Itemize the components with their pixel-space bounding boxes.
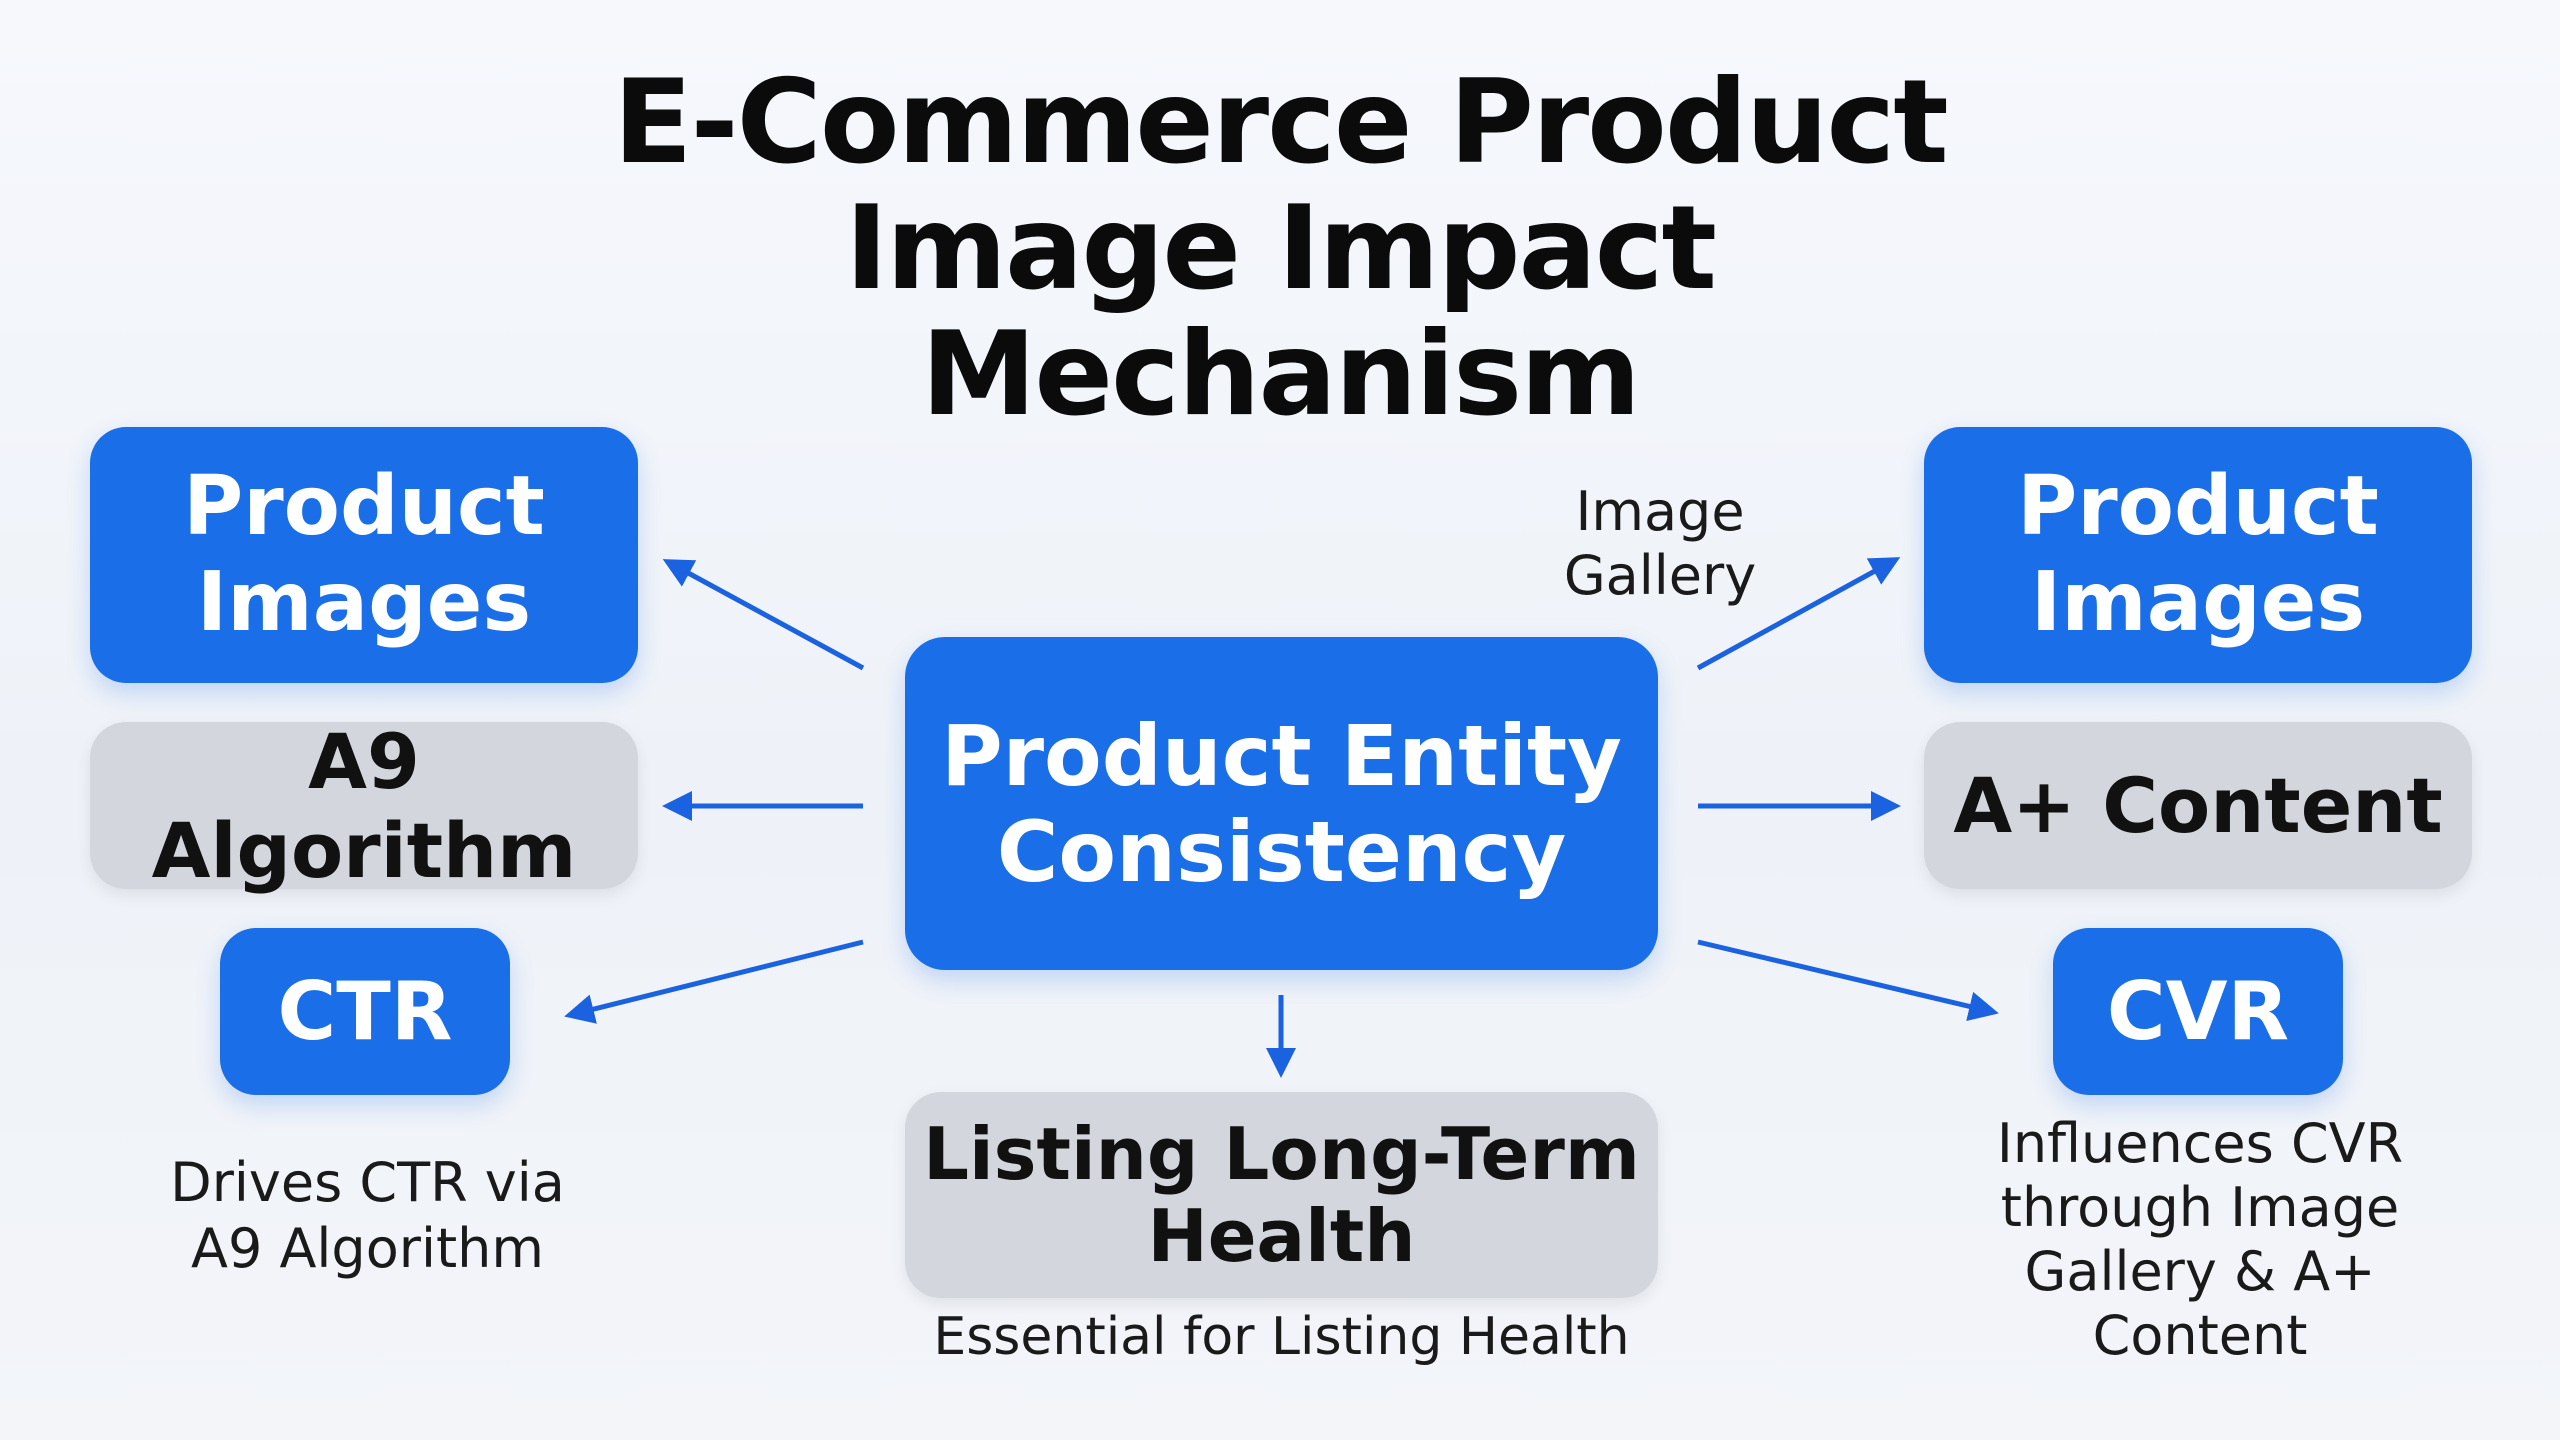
cvr-caption-line-3: Gallery & A+: [2024, 1240, 2376, 1303]
right-product-images-node: Product Images: [1924, 427, 2472, 683]
left-product-images-node: Product Images: [90, 427, 638, 683]
cvr-label: CVR: [2106, 965, 2290, 1058]
ctr-caption: Drives CTR via A9 Algorithm: [120, 1150, 615, 1282]
cvr-node: CVR: [2053, 928, 2343, 1095]
ctr-node: CTR: [220, 928, 510, 1095]
listing-long-term-health-node: Listing Long-Term Health: [905, 1092, 1658, 1298]
ctr-label: CTR: [277, 965, 453, 1058]
ctr-caption-line-1: Drives CTR via: [170, 1151, 565, 1214]
cvr-caption-line-1: Influences CVR: [1996, 1112, 2404, 1175]
right-product-images-line-1: Product: [2017, 459, 2379, 554]
arrow-to-ctr: [564, 939, 864, 1024]
a9-algorithm-node: A9 Algorithm: [90, 717, 638, 895]
gallery-caption-line-2: Gallery: [1563, 544, 1757, 607]
gallery-caption-line-1: Image: [1575, 480, 1745, 543]
product-entity-consistency-node: Product Entity Consistency: [905, 637, 1658, 970]
a9-algorithm-label: A9 Algorithm: [151, 716, 577, 895]
health-caption: Essential for Listing Health: [855, 1305, 1708, 1369]
health-caption-text: Essential for Listing Health: [933, 1307, 1630, 1367]
arrow-to-cvr: [1697, 939, 1999, 1022]
left-product-images-line-1: Product: [183, 459, 545, 554]
title-line-1: E-Commerce Product: [613, 55, 1948, 190]
center-line-1: Product Entity: [941, 706, 1622, 805]
health-line-1: Listing Long-Term: [923, 1112, 1640, 1196]
diagram-title: E-Commerce Product Image Impact Mechanis…: [480, 60, 2080, 438]
cvr-caption-line-2: through Image: [2000, 1176, 2400, 1239]
center-line-2: Consistency: [996, 802, 1567, 901]
title-line-3: Mechanism: [921, 307, 1641, 442]
cvr-caption-line-4: Content: [2092, 1304, 2308, 1367]
right-product-images-line-2: Images: [2030, 555, 2366, 650]
health-line-2: Health: [1147, 1194, 1416, 1278]
a-plus-content-label: A+ Content: [1953, 761, 2443, 850]
title-line-2: Image Impact: [845, 181, 1717, 316]
ctr-caption-line-2: A9 Algorithm: [191, 1217, 544, 1280]
image-gallery-caption: Image Gallery: [1500, 480, 1820, 608]
cvr-caption: Influences CVR through Image Gallery & A…: [1940, 1112, 2460, 1368]
a-plus-content-node: A+ Content: [1924, 722, 2472, 889]
left-product-images-line-2: Images: [196, 555, 532, 650]
arrow-to-left-product-images: [662, 559, 865, 671]
